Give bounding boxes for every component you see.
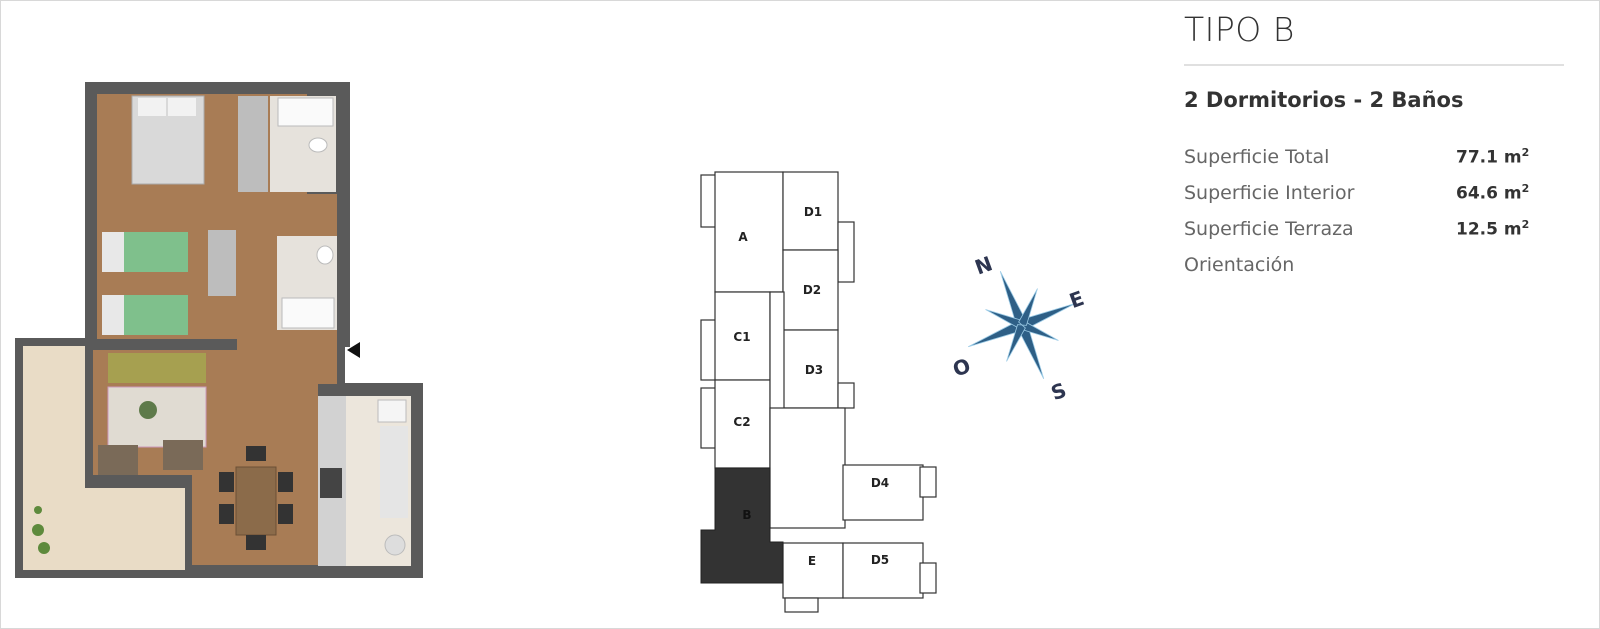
unit-label-b: B bbox=[742, 508, 751, 522]
unit-label-d5: D5 bbox=[871, 553, 889, 567]
unit-label-c1: C1 bbox=[733, 330, 750, 344]
compass-s: S bbox=[1048, 378, 1070, 405]
unit-label-d3: D3 bbox=[805, 363, 823, 377]
entrance-arrow-icon bbox=[347, 342, 360, 358]
spec-value: 64.6 m2 bbox=[1456, 182, 1530, 204]
unit-label-c2: C2 bbox=[733, 415, 750, 429]
unit-type-title: TIPO B bbox=[1184, 10, 1295, 49]
unit-label-d4: D4 bbox=[871, 476, 889, 490]
compass-o: O bbox=[950, 353, 974, 381]
rug bbox=[107, 386, 207, 448]
unit-B-highlight bbox=[700, 467, 784, 584]
spec-label: Superficie Total bbox=[1184, 146, 1330, 168]
unit-label-d2: D2 bbox=[803, 283, 821, 297]
rooms-summary: 2 Dormitorios - 2 Baños bbox=[1184, 88, 1464, 112]
unit-label-a: A bbox=[738, 230, 748, 244]
dining-table bbox=[235, 466, 277, 536]
compass-e: E bbox=[1066, 286, 1087, 313]
divider bbox=[1184, 64, 1564, 66]
compass-n: N bbox=[972, 251, 996, 279]
spec-label: Superficie Terraza bbox=[1184, 218, 1354, 240]
unit-label-e: E bbox=[808, 554, 816, 568]
unit-label-d1: D1 bbox=[804, 205, 822, 219]
spec-value: 12.5 m2 bbox=[1456, 218, 1530, 240]
sofa bbox=[108, 353, 206, 383]
spec-label: Orientación bbox=[1184, 254, 1295, 276]
spec-label: Superficie Interior bbox=[1184, 182, 1355, 204]
spec-value: 77.1 m2 bbox=[1456, 146, 1530, 168]
